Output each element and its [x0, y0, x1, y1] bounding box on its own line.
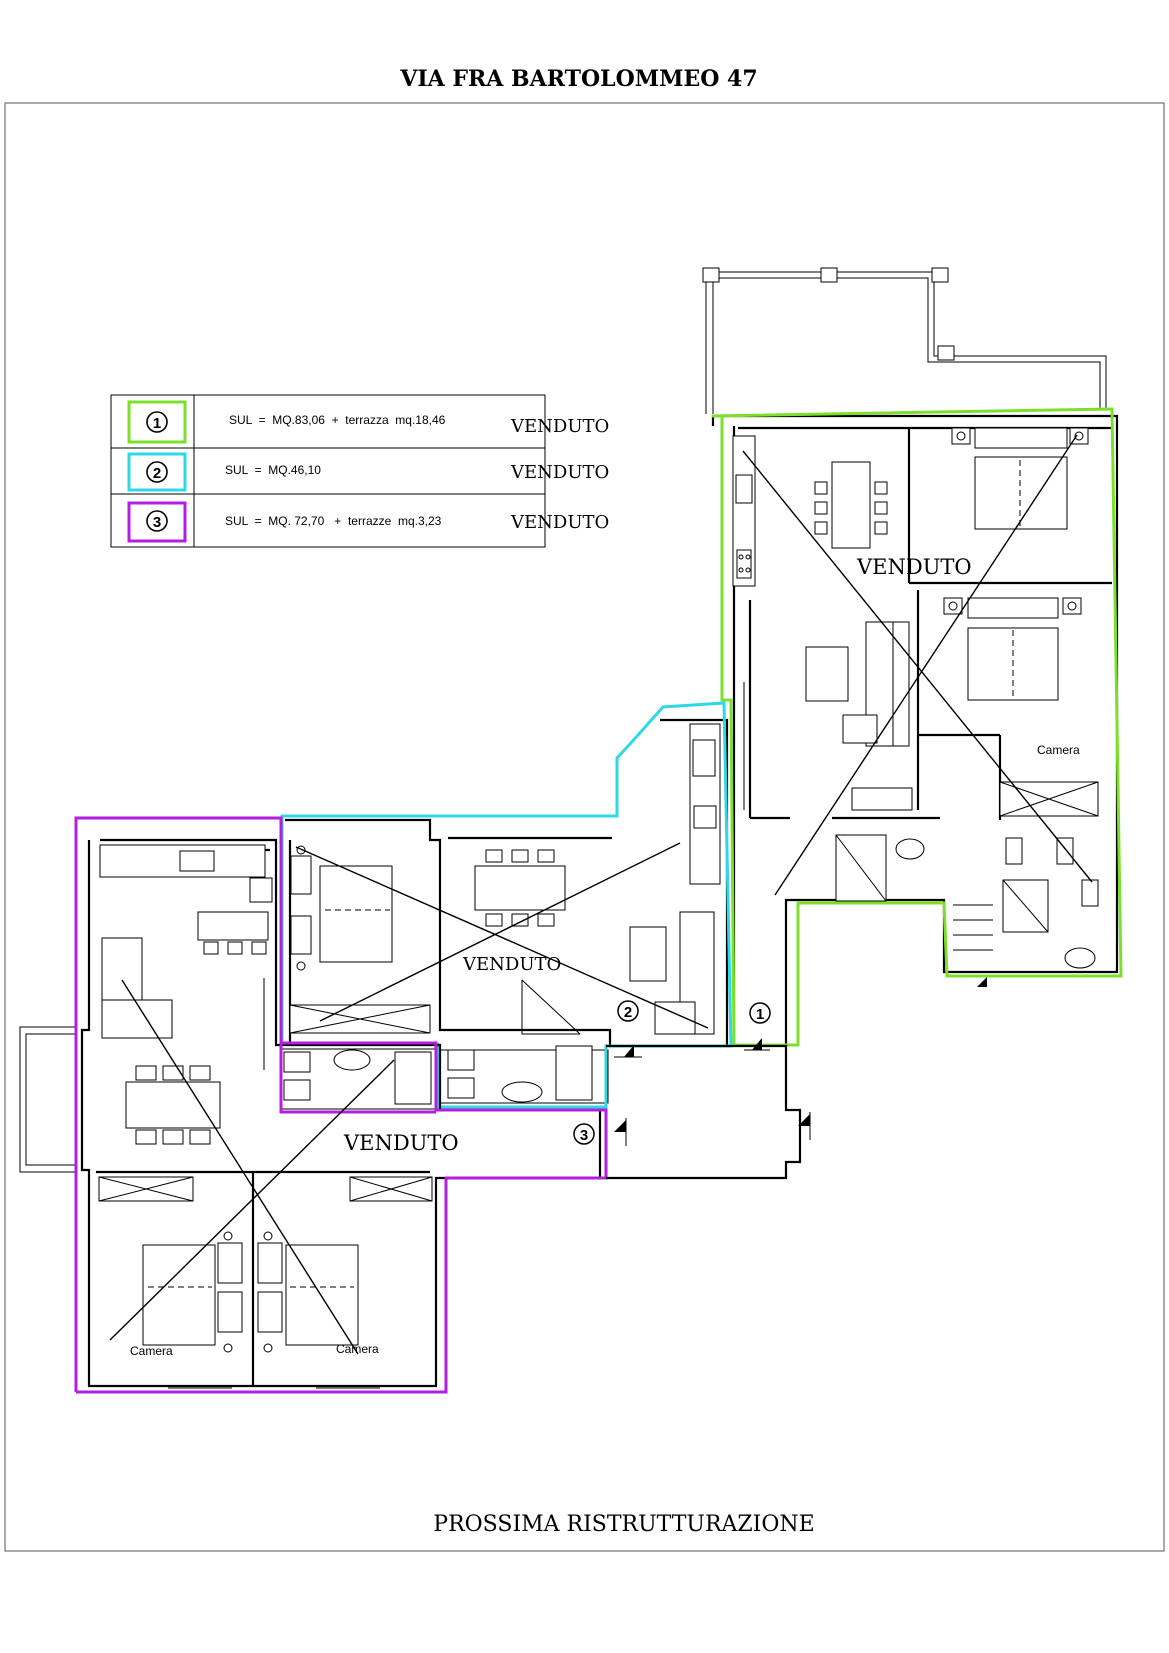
- unit-1-sold-label: VENDUTO: [856, 555, 972, 579]
- unit-2-marker: 2: [624, 1004, 632, 1021]
- room-label-camera-2: Camera: [130, 1344, 173, 1358]
- legend-row-3: 3 SUL = MQ. 72,70 + terrazze mq.3,23 VEN…: [127, 501, 609, 543]
- terrace: [702, 267, 1107, 414]
- legend-status-1: VENDUTO: [510, 416, 609, 437]
- unit-3-plan: VENDUTO Camera Camera 3: [74, 816, 811, 1394]
- sheet-frame: [4, 102, 1165, 1552]
- legend-area-3: SUL = MQ. 72,70 + terrazze mq.3,23: [225, 514, 442, 528]
- legend-swatch-2: [127, 452, 187, 492]
- common-corridor: [606, 1044, 802, 1180]
- unit-3-sold-label: VENDUTO: [343, 1131, 459, 1155]
- legend-status-3: VENDUTO: [510, 512, 609, 533]
- unit-2-sold-label: VENDUTO: [462, 954, 561, 975]
- unit-2-plan: VENDUTO 2: [280, 701, 733, 1109]
- unit-1-plan: VENDUTO Camera 1: [711, 407, 1123, 1051]
- page-title: VIA FRA BARTOLOMMEO 47: [399, 66, 757, 92]
- unit-3-marker: 3: [580, 1127, 588, 1144]
- legend-row-1: 1 SUL = MQ.83,06 + terrazza mq.18,46 VEN…: [127, 400, 609, 444]
- legend-number-2: 2: [153, 465, 161, 482]
- legend-swatch-3: [127, 501, 187, 543]
- legend-status-2: VENDUTO: [510, 462, 609, 483]
- legend-number-3: 3: [153, 514, 161, 531]
- legend-swatch-1: [127, 400, 187, 444]
- room-label-camera-3: Camera: [336, 1342, 379, 1356]
- legend-table: 1 SUL = MQ.83,06 + terrazza mq.18,46 VEN…: [110, 394, 609, 548]
- unit-1-marker: 1: [756, 1006, 764, 1023]
- legend-row-2: 2 SUL = MQ.46,10 VENDUTO: [127, 452, 609, 492]
- footer-note: PROSSIMA RISTRUTTURAZIONE: [433, 1512, 814, 1537]
- room-label-camera-1: Camera: [1037, 743, 1080, 757]
- left-balcony: [19, 1026, 76, 1173]
- legend-number-1: 1: [153, 415, 161, 432]
- legend-area-2: SUL = MQ.46,10: [225, 463, 321, 477]
- legend-area-1: SUL = MQ.83,06 + terrazza mq.18,46: [229, 413, 446, 427]
